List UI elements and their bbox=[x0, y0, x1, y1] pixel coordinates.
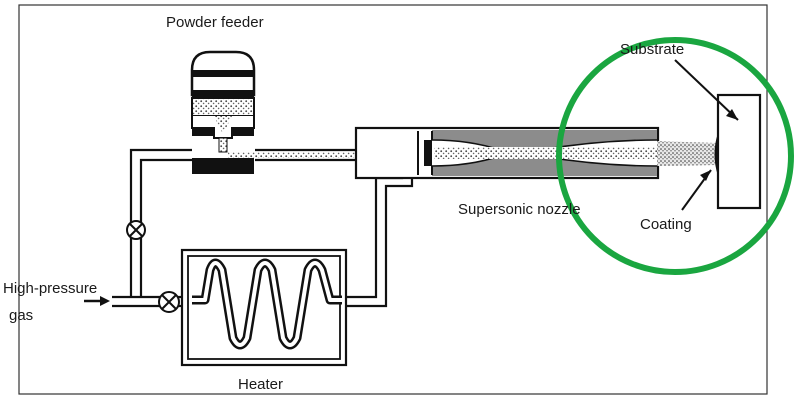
label-supersonic-nozzle: Supersonic nozzle bbox=[458, 201, 581, 218]
powder-feeder bbox=[190, 50, 256, 174]
valve-upper-icon bbox=[126, 220, 146, 240]
highlight-circle bbox=[556, 37, 794, 275]
coating-arrow-icon bbox=[681, 169, 712, 211]
gas-inlet-arrow-icon bbox=[84, 296, 110, 306]
spray-plume bbox=[657, 141, 716, 166]
substrate-block bbox=[716, 93, 762, 210]
powder-stream-line bbox=[228, 152, 426, 158]
heater bbox=[180, 248, 348, 367]
gas-pipes bbox=[112, 148, 414, 308]
substrate-arrow-icon bbox=[674, 59, 739, 121]
diagram-frame bbox=[18, 4, 768, 395]
label-coating: Coating bbox=[640, 216, 692, 233]
label-heater: Heater bbox=[238, 376, 283, 393]
label-substrate: Substrate bbox=[620, 41, 684, 58]
label-gas-line1: High-pressure bbox=[3, 280, 97, 297]
coating-layer bbox=[714, 133, 718, 176]
label-gas-line2: gas bbox=[9, 307, 33, 324]
label-powder-feeder: Powder feeder bbox=[166, 14, 264, 31]
valve-lower-icon bbox=[158, 291, 180, 313]
supersonic-nozzle bbox=[354, 126, 660, 180]
